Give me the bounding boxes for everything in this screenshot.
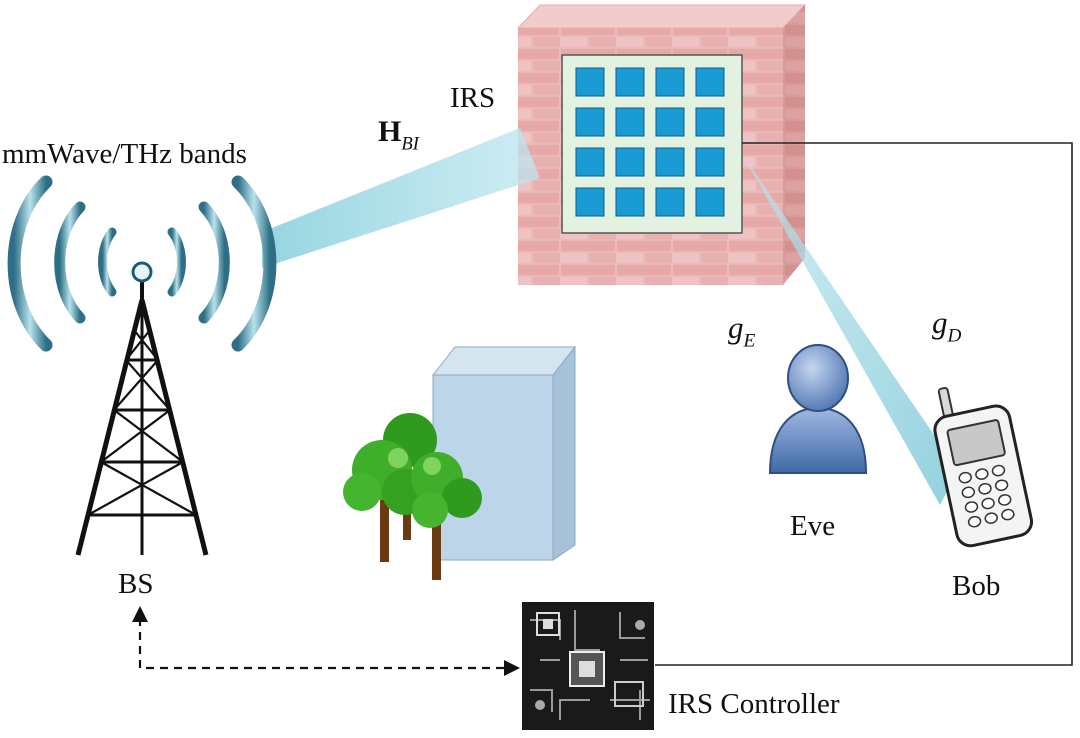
phone-key xyxy=(998,494,1012,506)
irs-element-tile xyxy=(695,147,725,177)
irs-controller-board-icon xyxy=(522,602,654,730)
bob-label: Bob xyxy=(952,570,1001,602)
irs-element-tile xyxy=(615,67,645,97)
phone-key xyxy=(991,464,1006,477)
irs-control-wire xyxy=(655,142,1073,666)
irs-element-tile xyxy=(615,187,645,217)
beam-irs-to-bob xyxy=(740,150,958,505)
irs-element-tile xyxy=(655,107,685,137)
channel-h-bi-subscript: BI xyxy=(401,133,419,155)
phone-key xyxy=(964,501,979,513)
phone-key xyxy=(981,497,995,510)
irs-element-tile xyxy=(575,67,605,97)
phone-key xyxy=(984,512,998,524)
building-icon xyxy=(431,345,577,561)
base-station-tower-icon xyxy=(75,261,209,556)
bs-controller-link xyxy=(132,606,520,676)
channel-g-d-subscript: D xyxy=(947,325,962,347)
phone-key xyxy=(967,515,982,528)
phone-key xyxy=(958,471,972,484)
irs-element-tile xyxy=(655,147,685,177)
beam-bs-to-irs xyxy=(262,128,540,268)
channel-g-e-symbol: g xyxy=(728,310,744,345)
bob-phone-icon xyxy=(933,387,1034,548)
eve-label: Eve xyxy=(790,510,836,542)
irs-element-tile xyxy=(695,67,725,97)
irs-element-tile xyxy=(655,187,685,217)
phone-key xyxy=(975,468,989,480)
irs-label: IRS xyxy=(450,82,496,114)
irs-element-tile xyxy=(695,187,725,217)
channel-h-bi-label: HBI xyxy=(378,115,419,155)
channel-h-bi-symbol: H xyxy=(378,115,402,148)
irs-element-tile xyxy=(615,107,645,137)
phone-key xyxy=(961,486,976,499)
irs-element-tile xyxy=(615,147,645,177)
trees-icon xyxy=(343,413,482,580)
bands-label: mmWave/THz bands xyxy=(2,138,247,170)
channel-g-d-symbol: g xyxy=(932,305,948,340)
irs-element-tile xyxy=(655,67,685,97)
irs-element-tile xyxy=(575,187,605,217)
irs-element-tile xyxy=(575,107,605,137)
controller-label: IRS Controller xyxy=(668,688,840,720)
channel-g-e-subscript: E xyxy=(743,330,756,352)
irs-element-tile xyxy=(695,107,725,137)
signal-waves-icon xyxy=(7,175,277,352)
irs-element-tile xyxy=(575,147,605,177)
eve-person-icon xyxy=(768,344,868,474)
irs-panel xyxy=(561,54,743,234)
bs-label: BS xyxy=(118,568,154,600)
channel-g-e-label: gE xyxy=(728,310,755,353)
phone-key xyxy=(994,479,1009,492)
phone-key xyxy=(1001,508,1015,521)
phone-key xyxy=(978,482,992,495)
channel-g-d-label: gD xyxy=(932,305,961,348)
